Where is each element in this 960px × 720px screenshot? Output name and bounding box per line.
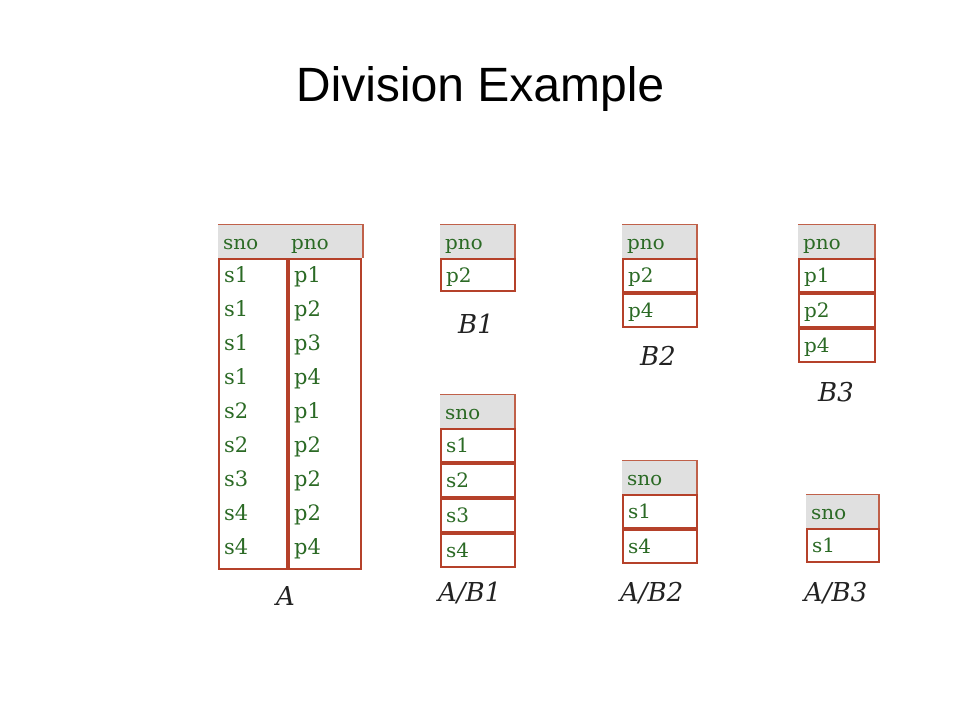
table-b1-cell: p2 — [440, 258, 516, 292]
table-a-div-b1-caption: A/B1 — [438, 578, 502, 608]
table-a-pno-column: p1 p2 p3 p4 p1 p2 p2 p2 p4 — [288, 258, 362, 570]
table-a-cell: s2 — [224, 433, 249, 457]
table-a-cell: s1 — [224, 365, 249, 389]
table-a-header: sno pno — [218, 224, 364, 258]
table-a-div-b1-cell: s1 — [440, 428, 516, 463]
table-a-div-b2-caption: A/B2 — [620, 578, 684, 608]
table-b3-caption: B3 — [818, 378, 854, 408]
table-a-header-edge — [362, 224, 364, 258]
table-a-cell: p3 — [294, 331, 321, 355]
table-b1-header-edge — [514, 224, 516, 258]
table-a-cell: p4 — [294, 365, 321, 389]
table-a-div-b2-header: sno — [622, 460, 698, 494]
table-a-sno-column: s1 s1 s1 s1 s2 s2 s3 s4 s4 — [218, 258, 288, 570]
table-a-header-sno: sno — [223, 229, 259, 254]
table-a-cell: s1 — [224, 331, 249, 355]
table-b2-header-edge — [696, 224, 698, 258]
table-a-div-b1-header-edge — [514, 394, 516, 428]
table-a-div-b2-cell: s4 — [622, 529, 698, 564]
table-b2-cell: p4 — [622, 293, 698, 328]
table-a-caption: A — [276, 582, 295, 612]
table-b2-caption: B2 — [640, 342, 676, 372]
table-b2-header: pno — [622, 224, 698, 258]
table-a-div-b3-cell: s1 — [806, 528, 880, 563]
table-a-div-b1-cell: s2 — [440, 463, 516, 498]
table-a-div-b2-cell: s1 — [622, 494, 698, 529]
table-b3-header-edge — [874, 224, 876, 258]
table-b3-cell: p4 — [798, 328, 876, 363]
table-b1-header: pno — [440, 224, 516, 258]
table-b1-caption: B1 — [458, 310, 494, 340]
table-a-div-b2-header-edge — [696, 460, 698, 494]
table-a-header-pno: pno — [291, 229, 329, 254]
table-b3-header: pno — [798, 224, 876, 258]
table-a-div-b3-header-edge — [878, 494, 880, 528]
table-a-div-b3-header: sno — [806, 494, 880, 528]
table-a-div-b3-caption: A/B3 — [804, 578, 868, 608]
table-a-div-b1-cell: s3 — [440, 498, 516, 533]
table-a-cell: p1 — [294, 263, 321, 287]
table-a-cell: s1 — [224, 297, 249, 321]
table-a-cell: p1 — [294, 399, 321, 423]
table-b3-cell: p2 — [798, 293, 876, 328]
table-a-cell: p2 — [294, 433, 321, 457]
table-a-cell: s1 — [224, 263, 249, 287]
table-a-div-b1-cell: s4 — [440, 533, 516, 568]
table-a-cell: s4 — [224, 535, 249, 559]
table-a-cell: s2 — [224, 399, 249, 423]
table-a-cell: p2 — [294, 467, 321, 491]
table-b2-cell: p2 — [622, 258, 698, 293]
table-a-cell: p4 — [294, 535, 321, 559]
table-a-cell: p2 — [294, 501, 321, 525]
table-b3-cell: p1 — [798, 258, 876, 293]
table-a-cell: s4 — [224, 501, 249, 525]
table-a-div-b1-header: sno — [440, 394, 516, 428]
table-a-cell: p2 — [294, 297, 321, 321]
slide-title: Division Example — [295, 59, 665, 112]
table-a-cell: s3 — [224, 467, 249, 491]
